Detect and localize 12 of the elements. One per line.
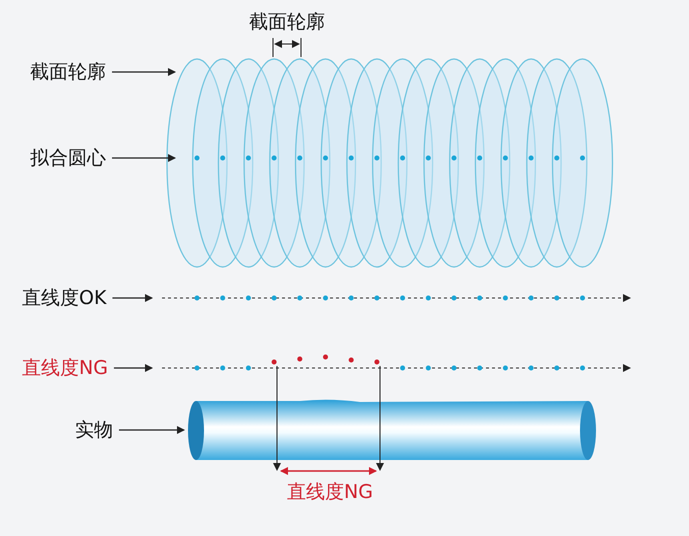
part-label: 直线度OK bbox=[22, 286, 106, 310]
part-label: 实物 bbox=[75, 418, 113, 442]
part-label: 拟合圆心 bbox=[30, 146, 106, 170]
leader-arrow bbox=[112, 68, 176, 76]
dimension-label: 截面轮廓 bbox=[249, 10, 325, 34]
leader-arrow bbox=[114, 364, 153, 372]
part-label: 截面轮廓 bbox=[30, 60, 106, 84]
leader-arrow bbox=[119, 426, 185, 434]
leader-arrow bbox=[112, 294, 153, 302]
leader-arrow bbox=[112, 154, 176, 162]
part-label: 直线度NG bbox=[22, 356, 108, 380]
dimension-label: 直线度NG bbox=[287, 480, 373, 504]
